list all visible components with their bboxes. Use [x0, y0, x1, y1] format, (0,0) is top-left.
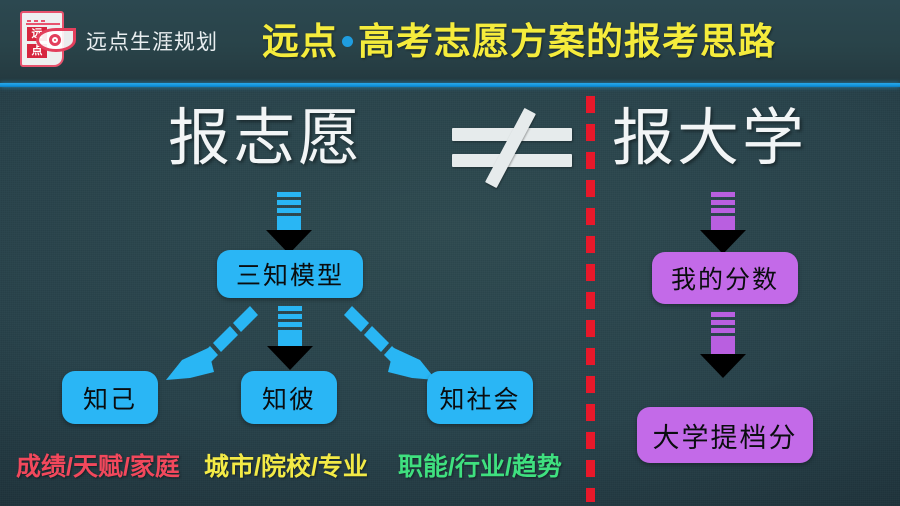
- model-box-three-knows[interactable]: 三知模型: [217, 250, 363, 298]
- caption-zhibi: 城市/院校/专业: [204, 453, 368, 481]
- logo-dots-icon: [27, 17, 57, 24]
- page-title-main: 高考志愿方案的报考思路: [358, 21, 776, 62]
- arrow-tail-stripes: [277, 192, 301, 216]
- not-equal-icon: [452, 107, 572, 189]
- arrow-head: [700, 354, 746, 378]
- child-box-zhibi[interactable]: 知彼: [241, 371, 337, 424]
- page-title-prefix: 远点: [262, 21, 338, 62]
- child-box-zhiji[interactable]: 知己: [62, 371, 158, 424]
- arrow-shaft: [277, 216, 301, 230]
- vertical-dashed-divider: [586, 96, 595, 502]
- arrow-shaft: [278, 330, 302, 346]
- arrow-tail-stripes: [278, 306, 302, 330]
- logo-bar-line: [26, 23, 60, 25]
- arrow-down-to-model: [266, 192, 312, 254]
- eye-icon: [36, 28, 76, 52]
- arrow-diagonal-left: [166, 306, 258, 380]
- child-box-zhishehui[interactable]: 知社会: [427, 371, 533, 424]
- arrow-tail-stripes: [711, 312, 735, 336]
- title-separator-dot-icon: [342, 35, 353, 47]
- arrow-down-to-myscore: [700, 192, 746, 254]
- brand-name-label: 远点生涯规划: [86, 31, 218, 54]
- header-divider-rule: [0, 83, 900, 87]
- arrow-shaft: [711, 216, 735, 230]
- right-box-my-score[interactable]: 我的分数: [652, 252, 798, 304]
- caption-zhiji: 成绩/天赋/家庭: [16, 453, 180, 481]
- brand-logo: 远 点: [14, 8, 76, 70]
- eye-pupil-shape: [49, 34, 61, 46]
- eye-outline-shape: [36, 28, 76, 52]
- arrow-head: [267, 346, 313, 370]
- arrow-shaft: [711, 336, 735, 354]
- not-equal-bar-bottom: [452, 154, 572, 167]
- arrow-head: [700, 230, 746, 254]
- caption-zhishehui: 职能/行业/趋势: [398, 453, 562, 481]
- slide-header: [0, 0, 900, 84]
- not-equal-slash: [485, 107, 536, 189]
- headline-right-text: 报大学: [612, 104, 808, 173]
- headline-left-text: 报志愿: [168, 104, 364, 173]
- arrow-tail-stripes: [711, 192, 735, 216]
- right-box-university-cutoff[interactable]: 大学提档分: [637, 407, 813, 463]
- arrow-down-to-zhibi: [267, 306, 313, 370]
- page-title: 远点高考志愿方案的报考思路: [262, 17, 776, 67]
- arrow-diagonal-right: [344, 306, 436, 380]
- arrow-down-to-cutoff: [700, 312, 746, 378]
